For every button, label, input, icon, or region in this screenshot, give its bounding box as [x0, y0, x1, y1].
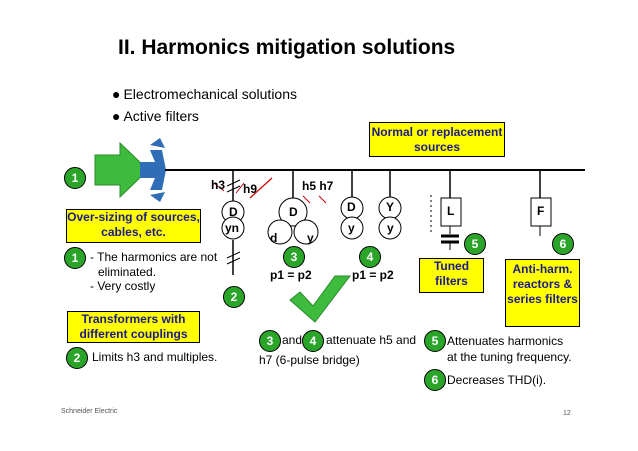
number-badge-6b: 6	[424, 369, 446, 391]
transformer-3-right	[293, 219, 319, 245]
sources-label: Normal or replacement sources	[369, 122, 505, 157]
blue-split-arrows	[140, 138, 166, 202]
number-badge-4: 4	[359, 246, 381, 268]
transformer-3-top	[278, 197, 308, 227]
F-label: F	[537, 204, 545, 218]
note-1-line-1: - The harmonics are not	[90, 250, 218, 264]
footer-company: Schneider Electric	[61, 408, 118, 415]
bullet-dot-icon: ●	[112, 86, 121, 102]
number-badge-3: 3	[283, 246, 305, 268]
number-badge-5: 5	[464, 233, 486, 255]
red-arrows	[213, 182, 327, 204]
t4b-top-label: Y	[386, 200, 395, 214]
note-34-rest: attenuate h5 and	[326, 333, 417, 347]
red-cross	[249, 177, 273, 199]
t4a-bot-label: y	[348, 221, 355, 235]
note-2: Limits h3 and multiples.	[92, 350, 218, 364]
bullet-dot-icon: ●	[112, 108, 121, 124]
L-label: L	[447, 204, 455, 218]
h9-label: h9	[243, 182, 258, 196]
number-badge-3b: 3	[259, 330, 281, 352]
p1p2-a-label: p1 = p2	[270, 268, 312, 282]
note-1-line-3: - Very costly	[90, 279, 156, 293]
number-badge-1: 1	[64, 167, 86, 189]
tuned-filters-label: Tuned filters	[419, 258, 484, 293]
bullet-active-filters: ●Active filters	[112, 108, 199, 124]
number-badge-6: 6	[552, 233, 574, 255]
number-badge-2: 2	[223, 286, 245, 308]
h5h7-label: h5 h7	[302, 179, 334, 193]
number-badge-2b: 2	[66, 347, 88, 369]
note-34-and: and	[282, 333, 303, 347]
transformers-label: Transformers with different couplings	[67, 311, 200, 343]
h3-label: h3	[211, 178, 226, 192]
note-5-line-2: at the tuning frequency.	[447, 350, 572, 364]
page-number: 12	[563, 410, 571, 417]
t1-bot-label: yn	[225, 221, 240, 235]
p1p2-b-label: p1 = p2	[352, 268, 394, 282]
page-title: II. Harmonics mitigation solutions	[118, 36, 456, 59]
bullet-electromechanical: ●Electromechanical solutions	[112, 86, 297, 102]
note-5-line-1: Attenuates harmonics	[447, 334, 564, 348]
number-badge-5b: 5	[424, 330, 446, 352]
transformer-1-bot	[221, 216, 245, 240]
t4b-bot-label: y	[387, 221, 394, 235]
oversizing-label: Over-sizing of sources, cables, etc.	[66, 209, 201, 243]
note-6: Decreases THD(i).	[447, 373, 547, 387]
green-checkmark	[289, 275, 352, 323]
note-1-line-2: eliminated.	[98, 265, 157, 279]
t3-top-label: D	[289, 205, 298, 219]
number-badge-1b: 1	[64, 247, 86, 269]
t3-left-label: d	[270, 231, 278, 245]
t4a-top-label: D	[347, 200, 356, 214]
F-box	[530, 197, 552, 227]
number-badge-4b: 4	[302, 330, 324, 352]
note-34-line-2: h7 (6-pulse bridge)	[259, 353, 360, 367]
L-box	[440, 197, 462, 227]
transformer-3-left	[267, 219, 293, 245]
antiharm-label: Anti-harm. reactors & series filters	[505, 259, 580, 327]
t3-right-label: y	[307, 231, 314, 245]
t1-top-label: D	[229, 205, 238, 219]
green-arrow	[94, 141, 149, 199]
